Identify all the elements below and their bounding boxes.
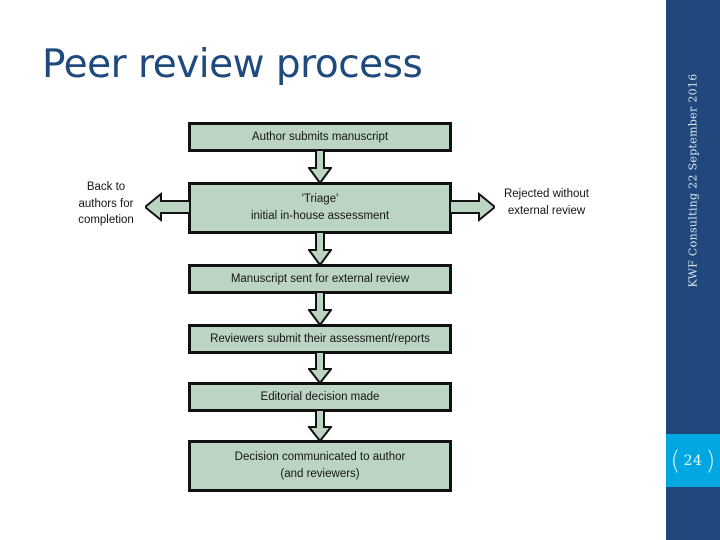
sidebar-vertical-label: KWF Consulting 22 September 2016 bbox=[686, 72, 700, 288]
branch-label-rejected: Rejected without external review bbox=[489, 186, 604, 219]
flow-step-reviewers-submit: Reviewers submit their assessment/report… bbox=[188, 324, 452, 354]
arrow-down-icon bbox=[308, 410, 332, 442]
arrow-down-icon bbox=[308, 292, 332, 326]
flow-step-label: 'Triage' bbox=[301, 193, 339, 206]
flow-step-external-review-sent: Manuscript sent for external review bbox=[188, 264, 452, 294]
peer-review-flowchart: Author submits manuscript 'Triage' initi… bbox=[70, 122, 604, 492]
page-title: Peer review process bbox=[42, 42, 423, 87]
bracket-right-icon: ) bbox=[705, 445, 716, 476]
arrow-down-icon bbox=[308, 232, 332, 266]
branch-label-line2: external review bbox=[507, 204, 586, 217]
bracket-left-icon: ( bbox=[670, 445, 681, 476]
flow-step-sublabel: (and reviewers) bbox=[280, 468, 360, 480]
arrow-down-icon bbox=[308, 352, 332, 384]
arrow-right-icon bbox=[449, 192, 495, 222]
slide-sidebar: KWF Consulting 22 September 2016 ( 24 ) bbox=[666, 0, 720, 540]
flow-step-triage: 'Triage' initial in-house assessment bbox=[188, 182, 452, 234]
page-number-badge: ( 24 ) bbox=[666, 434, 720, 487]
flow-step-label: Author submits manuscript bbox=[251, 130, 389, 143]
flow-step-label: Manuscript sent for external review bbox=[230, 272, 410, 285]
flow-step-editorial-decision: Editorial decision made bbox=[188, 382, 452, 412]
branch-label-line3: completion bbox=[78, 214, 134, 227]
branch-label-line1: Back to bbox=[86, 181, 126, 193]
flow-step-sublabel: initial in-house assessment bbox=[250, 210, 390, 222]
flow-step-decision-communicated: Decision communicated to author (and rev… bbox=[188, 440, 452, 492]
page-number: 24 bbox=[683, 452, 703, 469]
arrow-left-icon bbox=[145, 192, 191, 222]
flow-step-label: Editorial decision made bbox=[260, 390, 380, 403]
branch-label-line2: authors for bbox=[78, 197, 134, 210]
flow-step-label: Reviewers submit their assessment/report… bbox=[210, 332, 430, 345]
sidebar-footer-text: KWF Consulting 22 September 2016 bbox=[666, 0, 720, 360]
branch-label-back-to-authors: Back to authors for completion bbox=[70, 179, 142, 229]
flow-step-author-submits: Author submits manuscript bbox=[188, 122, 452, 152]
branch-label-line1: Rejected without bbox=[503, 188, 590, 200]
arrow-down-icon bbox=[308, 150, 332, 184]
flow-step-label: Decision communicated to author bbox=[234, 451, 406, 464]
